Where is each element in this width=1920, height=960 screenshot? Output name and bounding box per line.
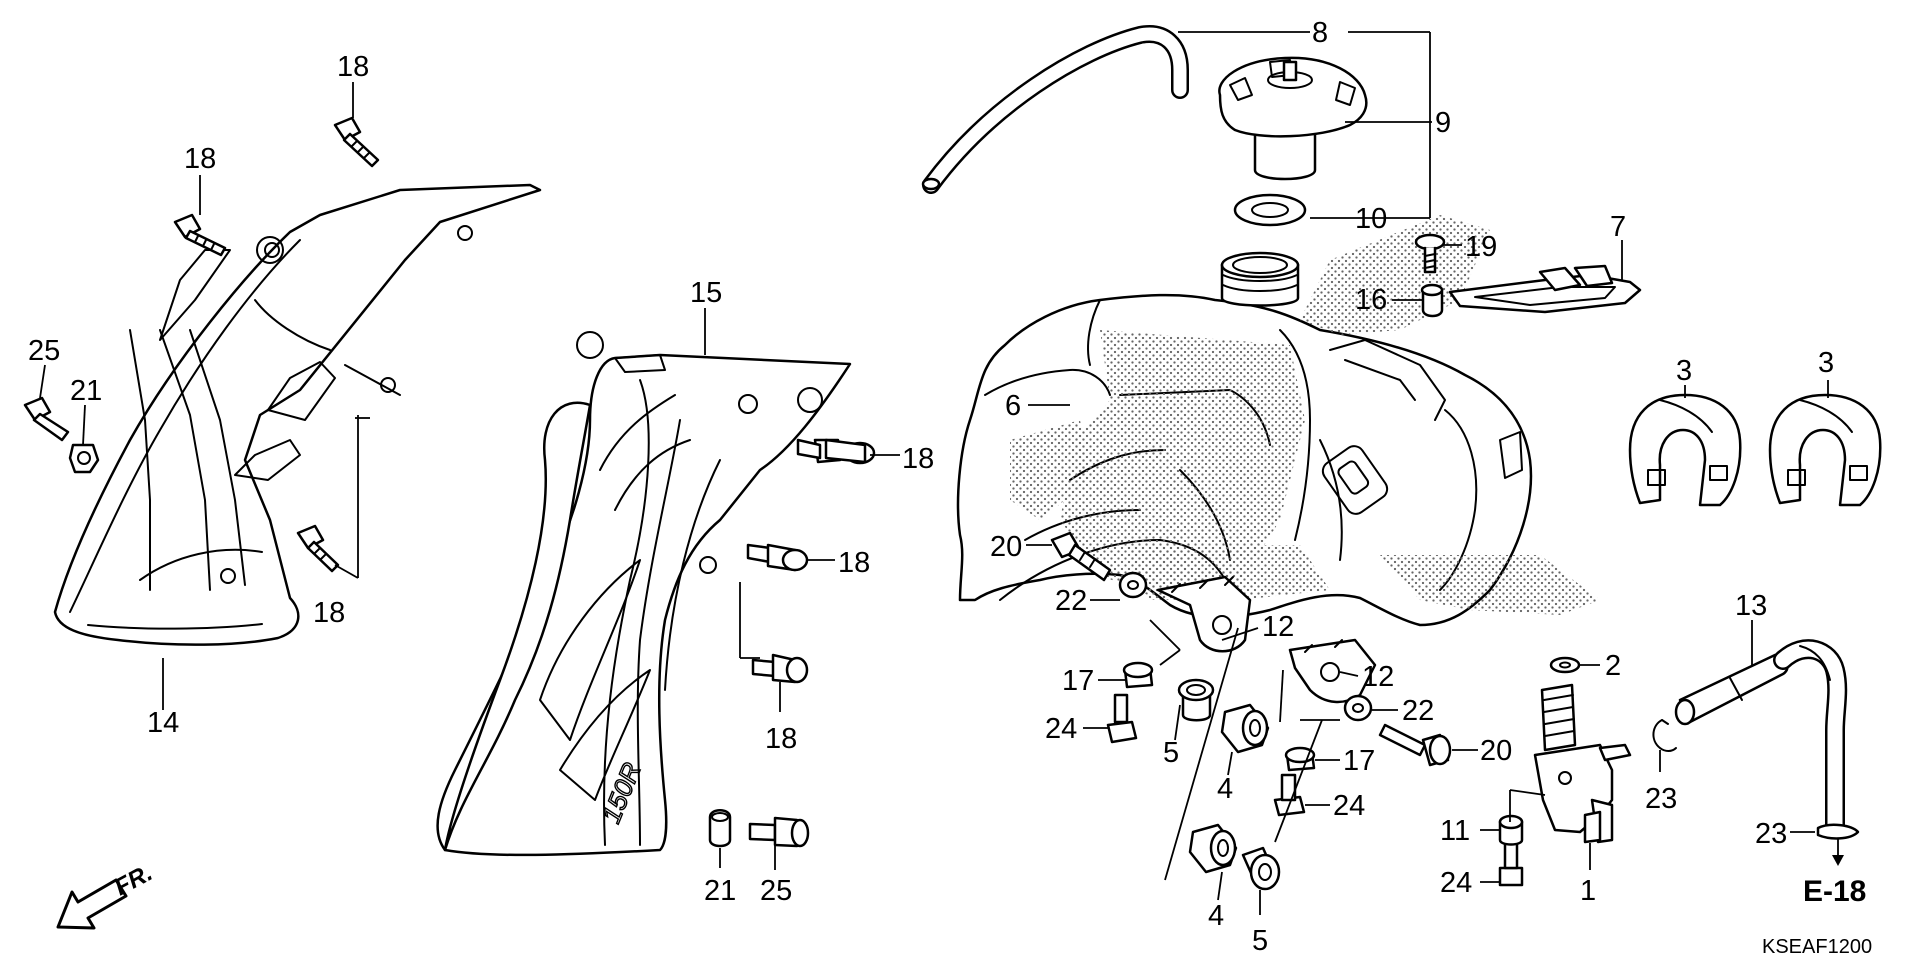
callout-18b: 18 (184, 143, 216, 175)
collar-5b-part (1241, 846, 1281, 891)
callout-24a: 24 (1045, 713, 1077, 745)
bolt-20b-part (1378, 723, 1452, 767)
callout-7: 7 (1610, 211, 1626, 243)
shroud-left-part (53, 183, 542, 646)
fuel-tank-part (956, 215, 1600, 627)
callout-22b: 22 (1402, 695, 1434, 727)
callout-10: 10 (1355, 203, 1387, 235)
section-reference: E-18 (1803, 875, 1866, 908)
collar-part (1420, 283, 1444, 318)
shroud-right-part: 150R (436, 331, 852, 857)
callout-25a: 25 (28, 335, 60, 367)
clamp-part-a (1628, 393, 1742, 507)
fuel-hose-part (1674, 639, 1848, 835)
bolt-18c-part (296, 524, 340, 573)
clamp-part-b (1768, 393, 1882, 507)
rubber-4b-part (1188, 823, 1238, 874)
screw-part (1414, 233, 1446, 274)
callout-3b: 3 (1818, 347, 1834, 379)
callout-9: 9 (1435, 107, 1451, 139)
bolt-18e-part (746, 543, 809, 572)
front-direction-arrow: FR. (56, 859, 157, 930)
callout-25b: 25 (760, 875, 792, 907)
hose-clip-23b-part (1816, 823, 1860, 840)
bolt-24a-part (1106, 693, 1138, 744)
callout-2: 2 (1605, 650, 1621, 682)
callout-20a: 20 (990, 531, 1022, 563)
washer-22a-part (1118, 571, 1148, 599)
callout-23b: 23 (1755, 818, 1787, 850)
callout-17b: 17 (1343, 745, 1375, 777)
bolt-24b-part (1273, 773, 1306, 817)
callout-18f: 18 (765, 723, 797, 755)
bolt-18b-part (173, 213, 227, 257)
callout-15: 15 (690, 277, 722, 309)
callout-6: 6 (1005, 390, 1021, 422)
callout-5a: 5 (1163, 737, 1179, 769)
callout-24b: 24 (1333, 790, 1365, 822)
bolt-18a-part (333, 116, 380, 168)
callout-24c: 24 (1440, 867, 1472, 899)
bolt-25a-part (23, 396, 70, 442)
collar-17a-part (1122, 661, 1154, 689)
callout-3a: 3 (1676, 355, 1692, 387)
nut-21b-part (708, 809, 732, 848)
callout-1: 1 (1580, 875, 1596, 907)
tank-bracket-part-b (1288, 638, 1377, 704)
callout-12a: 12 (1262, 611, 1294, 643)
callout-19: 19 (1465, 231, 1497, 263)
collar-5a-part (1177, 678, 1215, 722)
fuel-valve-part (1533, 683, 1632, 844)
fuel-cap-part (1218, 56, 1368, 181)
tank-bracket-part-a (1156, 575, 1252, 653)
callout-21b: 21 (704, 875, 736, 907)
breather-tube-part (921, 25, 1189, 194)
callout-21a: 21 (70, 375, 102, 407)
callout-22a: 22 (1055, 585, 1087, 617)
hose-clip-23a-part (1652, 719, 1677, 752)
bolt-18f-part (751, 653, 809, 684)
cap-gasket-part (1233, 193, 1307, 227)
valve-washer-part (1549, 656, 1581, 674)
callout-23a: 23 (1645, 783, 1677, 815)
callout-13: 13 (1735, 590, 1767, 622)
bolt-18d-part (796, 438, 876, 465)
washer-22b-part (1343, 694, 1373, 722)
nut-21a-part (68, 443, 100, 474)
diagram-code: KSEAF1200 (1762, 936, 1872, 958)
bolt-20a-part (1050, 531, 1112, 582)
bolt-25b-part (748, 816, 810, 848)
callout-11: 11 (1440, 815, 1470, 847)
mounting-plate-part (1448, 264, 1642, 314)
callout-labels: 8 9 10 7 19 16 3 3 6 18 18 18 18 18 18 2… (28, 17, 1834, 957)
bolt-24c-part (1498, 838, 1524, 887)
callout-17a: 17 (1062, 665, 1094, 697)
callout-8: 8 (1312, 17, 1328, 49)
callout-12b: 12 (1362, 661, 1394, 693)
callout-16: 16 (1355, 284, 1387, 316)
rubber-4a-part (1220, 703, 1270, 754)
callout-4b: 4 (1208, 900, 1224, 932)
callout-18e: 18 (838, 547, 870, 579)
callout-4a: 4 (1217, 773, 1233, 805)
callout-14: 14 (147, 707, 179, 739)
callout-18d: 18 (902, 443, 934, 475)
callout-5b: 5 (1252, 925, 1268, 957)
leader-lines (39, 31, 1844, 915)
callout-18c: 18 (313, 597, 345, 629)
callout-18a: 18 (337, 51, 369, 83)
valve-nut-part (1498, 814, 1524, 846)
callout-20b: 20 (1480, 735, 1512, 767)
